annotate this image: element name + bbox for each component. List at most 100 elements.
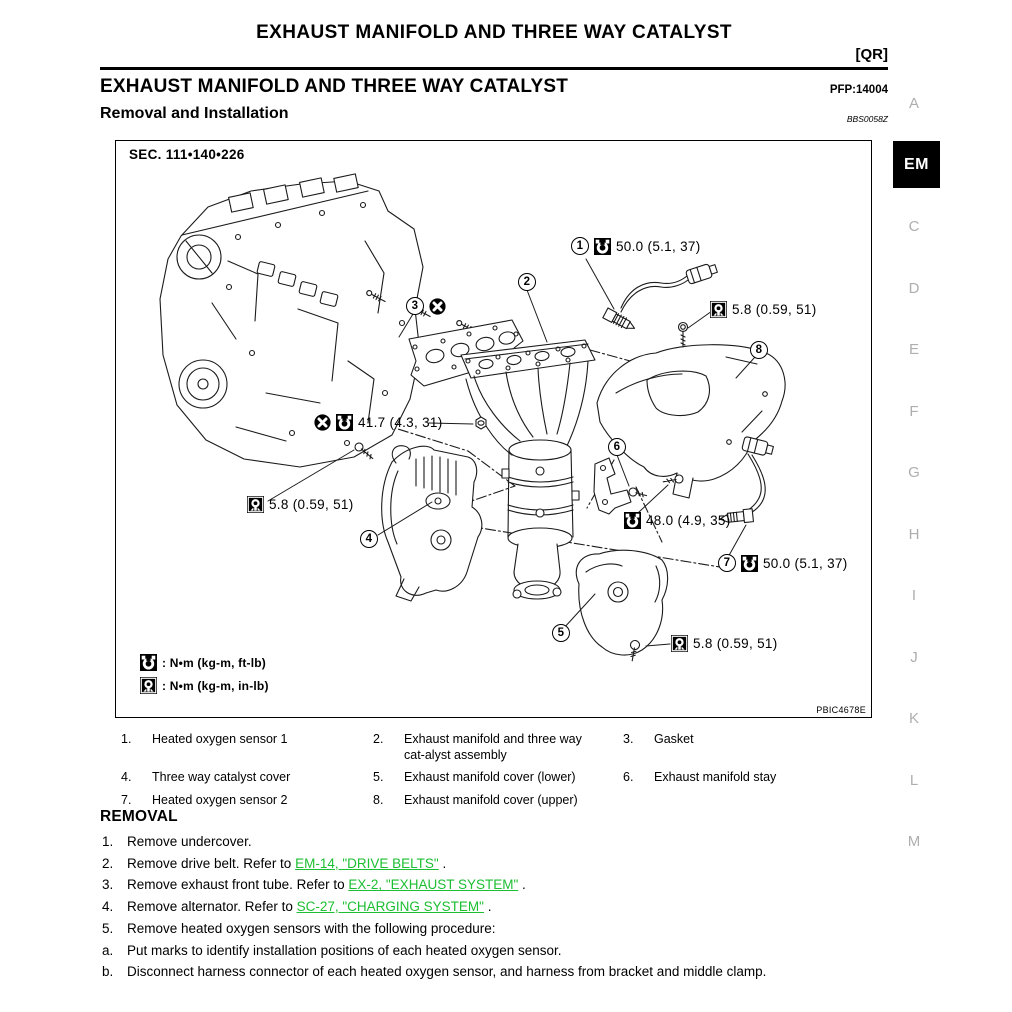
section-tab-c[interactable]: C bbox=[908, 218, 920, 235]
catalyst-cover-part bbox=[382, 446, 482, 601]
ref-code: BBS0058Z bbox=[846, 114, 888, 124]
step-number: a. bbox=[102, 942, 114, 958]
parts-key: 1. Heated oxygen sensor 1 2. Exhaust man… bbox=[121, 732, 884, 808]
removal-step: 1. Remove undercover. bbox=[102, 831, 888, 853]
callout-4: 4 bbox=[360, 530, 378, 548]
ftlb-torque-icon bbox=[336, 414, 353, 431]
torque-value: 50.0 (5.1, 37) bbox=[616, 238, 701, 254]
removal-step: 5. Remove heated oxygen sensors with the… bbox=[102, 918, 888, 940]
inlb-torque-icon bbox=[671, 635, 688, 652]
torque-value: 5.8 (0.59, 51) bbox=[732, 302, 817, 317]
part-index: 1. bbox=[121, 732, 132, 746]
callout-stay-bolt: 48.0 (4.9, 35) bbox=[624, 512, 731, 529]
step-number: 4. bbox=[102, 899, 114, 915]
removal-step: 4. Remove alternator. Refer to SC-27, "C… bbox=[102, 896, 888, 918]
callout-lower-bolt: 5.8 (0.59, 51) bbox=[671, 635, 778, 652]
part-number-badge: 3 bbox=[406, 297, 424, 315]
section-tab-g[interactable]: G bbox=[908, 464, 920, 481]
section-tab-m[interactable]: M bbox=[907, 833, 921, 850]
section-title: EXHAUST MANIFOLD AND THREE WAY CATALYST bbox=[100, 76, 569, 97]
part-index: 8. bbox=[373, 792, 384, 807]
step-number: 3. bbox=[102, 877, 114, 893]
torque-legend: : N•m (kg-m, ft-lb) : N•m (kg-m, in-lb) bbox=[140, 654, 269, 694]
section-tab-a[interactable]: A bbox=[908, 95, 919, 112]
part-index: 7. bbox=[121, 792, 132, 807]
step-number: 2. bbox=[102, 855, 114, 871]
part-number-badge: 1 bbox=[571, 237, 589, 255]
legend-inlb: : N•m (kg-m, in-lb) bbox=[140, 677, 269, 694]
engine-block bbox=[160, 174, 423, 467]
exploded-view-figure: SEC. 111•140•226 bbox=[115, 140, 872, 718]
section-tab-f[interactable]: F bbox=[909, 403, 919, 420]
part-number-badge: 5 bbox=[552, 624, 570, 642]
callout-cover-bolt: 5.8 (0.59, 51) bbox=[247, 496, 354, 513]
step-text: Remove undercover. bbox=[127, 834, 252, 849]
callout-8: 8 bbox=[750, 341, 768, 359]
part-number-badge: 7 bbox=[718, 554, 736, 572]
step-text: Remove drive belt. Refer to EM-14, "DRIV… bbox=[127, 855, 447, 871]
reference-link-exhaust-system[interactable]: EX-2, "EXHAUST SYSTEM" bbox=[348, 877, 519, 893]
part-number-badge: 4 bbox=[360, 530, 378, 548]
part-name: Three way catalyst cover bbox=[152, 770, 291, 784]
step-text: Disconnect harness connector of each hea… bbox=[127, 964, 767, 980]
reference-link-charging-system[interactable]: SC-27, "CHARGING SYSTEM" bbox=[296, 899, 484, 915]
ftlb-torque-icon bbox=[741, 555, 758, 572]
ftlb-torque-icon bbox=[140, 654, 157, 671]
part-name: Heated oxygen sensor 2 bbox=[152, 792, 288, 807]
lower-cover-part bbox=[576, 550, 667, 655]
section-tab-l[interactable]: L bbox=[909, 772, 919, 789]
step-number: 1. bbox=[102, 834, 114, 849]
section-tab-em-active[interactable]: EM bbox=[893, 141, 940, 188]
oxygen-sensor-1 bbox=[603, 262, 718, 333]
removal-substep: b. Disconnect harness connector of each … bbox=[102, 961, 888, 983]
part-index: 2. bbox=[373, 732, 384, 746]
part-index: 5. bbox=[373, 770, 384, 784]
page-title: EXHAUST MANIFOLD AND THREE WAY CATALYST bbox=[256, 22, 732, 43]
removal-steps: 1. Remove undercover. 2. Remove drive be… bbox=[102, 831, 888, 983]
section-tab-e[interactable]: E bbox=[908, 341, 919, 358]
pfp-code: PFP:14004 bbox=[829, 84, 888, 96]
section-tab-k[interactable]: K bbox=[908, 710, 919, 727]
torque-value: 5.8 (0.59, 51) bbox=[269, 497, 354, 512]
oxygen-sensor-2 bbox=[719, 436, 774, 525]
section-tab-d[interactable]: D bbox=[908, 280, 920, 297]
legend-ftlb: : N•m (kg-m, ft-lb) bbox=[140, 654, 269, 671]
part-name: Exhaust manifold stay bbox=[654, 770, 777, 784]
section-tab-i[interactable]: I bbox=[911, 587, 917, 604]
torque-value: 48.0 (4.9, 35) bbox=[646, 513, 731, 528]
non-reusable-icon bbox=[429, 298, 446, 315]
part-index: 6. bbox=[623, 770, 634, 784]
fasteners bbox=[353, 323, 687, 662]
ftlb-torque-icon bbox=[624, 512, 641, 529]
callout-7: 7 50.0 (5.1, 37) bbox=[718, 554, 848, 572]
subsection-title: Removal and Installation bbox=[100, 105, 289, 122]
part-index: 4. bbox=[121, 770, 132, 784]
part-number-badge: 6 bbox=[608, 438, 626, 456]
torque-value: 5.8 (0.59, 51) bbox=[693, 636, 778, 651]
step-text: Put marks to identify installation posit… bbox=[127, 942, 562, 958]
figure-code: PBIC4678E bbox=[816, 705, 866, 715]
removal-step: 3. Remove exhaust front tube. Refer to E… bbox=[102, 874, 888, 896]
callout-2: 2 bbox=[518, 273, 536, 291]
part-name: Exhaust manifold and three way cat-alyst… bbox=[404, 732, 582, 762]
non-reusable-icon bbox=[314, 414, 331, 431]
inlb-torque-icon bbox=[710, 301, 727, 318]
part-name: Heated oxygen sensor 1 bbox=[152, 732, 288, 746]
callout-bolt-upper: 5.8 (0.59, 51) bbox=[710, 301, 817, 318]
callout-manifold-nut: 41.7 (4.3, 31) bbox=[314, 414, 443, 431]
removal-substep: a. Put marks to identify installation po… bbox=[102, 940, 888, 962]
section-tab-j[interactable]: J bbox=[910, 649, 918, 666]
part-name: Exhaust manifold cover (upper) bbox=[404, 792, 578, 807]
leader-lines bbox=[268, 259, 755, 646]
reference-link-drive-belts[interactable]: EM-14, "DRIVE BELTS" bbox=[295, 855, 439, 871]
inlb-torque-icon bbox=[140, 677, 157, 694]
section-tab-h[interactable]: H bbox=[908, 526, 920, 543]
part-name: Exhaust manifold cover (lower) bbox=[404, 770, 576, 784]
part-number-badge: 2 bbox=[518, 273, 536, 291]
part-name: Gasket bbox=[654, 732, 694, 746]
part-number-badge: 8 bbox=[750, 341, 768, 359]
removal-step: 2. Remove drive belt. Refer to EM-14, "D… bbox=[102, 853, 888, 875]
torque-value: 50.0 (5.1, 37) bbox=[763, 555, 848, 571]
callout-6: 6 bbox=[608, 438, 626, 456]
